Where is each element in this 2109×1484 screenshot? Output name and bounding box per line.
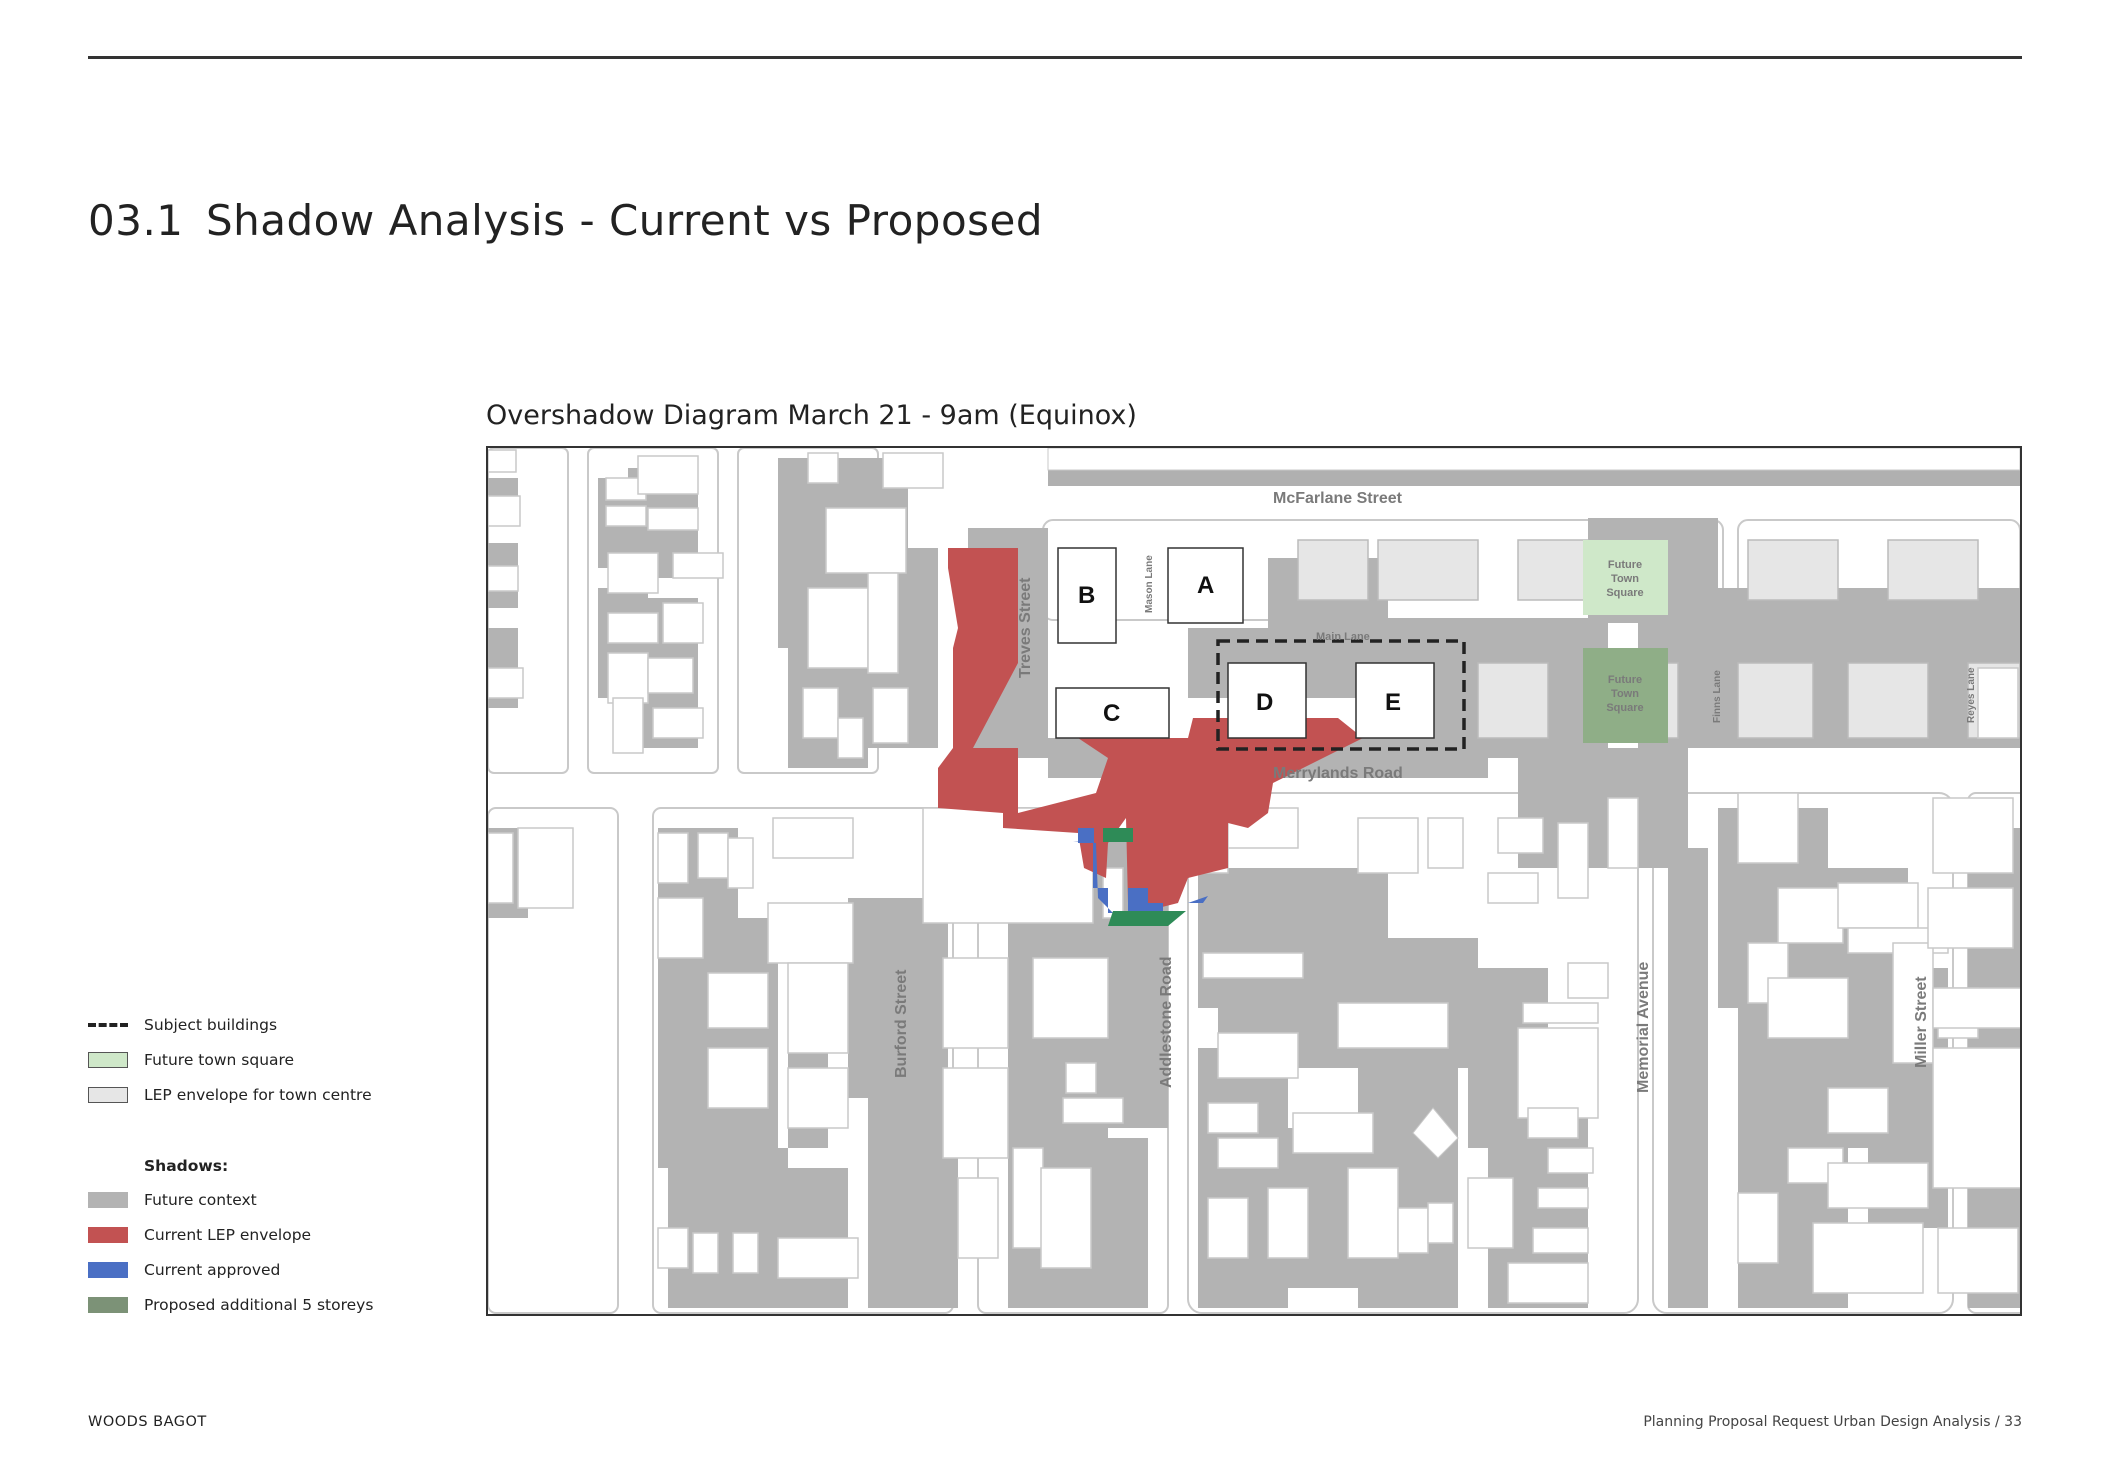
label-c: C xyxy=(1103,700,1120,727)
legend-subject-buildings: Subject buildings xyxy=(88,1015,277,1035)
ts2-line3: Square xyxy=(1606,702,1643,714)
subject-boundary xyxy=(1216,639,1466,751)
footer-document-page: Planning Proposal Request Urban Design A… xyxy=(1643,1414,2022,1430)
legend-shadow-future-context: Future context xyxy=(88,1190,257,1210)
subject-buildings xyxy=(1055,547,1435,739)
shadow-proposed-2 xyxy=(1108,911,1186,926)
legend-label: Future context xyxy=(144,1191,257,1209)
ts2-line2: Town xyxy=(1611,688,1639,700)
legend-shadows-heading: Shadows: xyxy=(144,1157,229,1175)
label-d: D xyxy=(1256,689,1273,716)
building-e xyxy=(1355,662,1435,739)
legend-shadow-proposed: Proposed additional 5 storeys xyxy=(88,1295,373,1315)
building-b xyxy=(1057,547,1117,644)
legend-shadow-current-lep: Current LEP envelope xyxy=(88,1225,311,1245)
town-square-north xyxy=(1583,540,1668,615)
street-memorial: Memorial Avenue xyxy=(1635,962,1652,1093)
shadow-proposed-1 xyxy=(1103,828,1133,842)
town-square-south xyxy=(1583,648,1668,743)
ts1-line1: Future xyxy=(1608,559,1642,571)
street-treves: Treves Street xyxy=(1017,577,1034,678)
building-d xyxy=(1227,662,1307,739)
title-text: Shadow Analysis - Current vs Proposed xyxy=(206,196,1044,245)
footer-company: WOODS BAGOT xyxy=(88,1414,207,1430)
street-miller: Miller Street xyxy=(1913,976,1930,1068)
legend-label: Proposed additional 5 storeys xyxy=(144,1296,374,1314)
legend-swatch-town-square xyxy=(88,1052,128,1068)
ts1-line3: Square xyxy=(1606,587,1643,599)
legend-label: Current LEP envelope xyxy=(144,1226,312,1244)
street-addlestone: Addlestone Road xyxy=(1158,956,1175,1088)
legend-swatch-future-context xyxy=(88,1192,128,1208)
shadow-current-approved xyxy=(1073,841,1208,913)
label-e: E xyxy=(1385,689,1401,716)
legend-town-square: Future town square xyxy=(88,1050,294,1070)
building-a xyxy=(1167,547,1244,624)
label-b: B xyxy=(1078,582,1095,609)
legend-swatch-dashed xyxy=(88,1023,128,1027)
label-a: A xyxy=(1197,572,1214,599)
shadow-current-lep xyxy=(938,548,1363,908)
legend-label: Current approved xyxy=(144,1261,281,1279)
overshadow-map: B A C D E Future Town Square Future Town… xyxy=(486,446,2022,1316)
legend-swatch-lep xyxy=(88,1087,128,1103)
town-square-labels: Future Town Square Future Town Square xyxy=(1606,559,1643,714)
street-finns-lane: Finns Lane xyxy=(1712,670,1723,723)
legend-swatch-current-lep xyxy=(88,1227,128,1243)
top-rule xyxy=(88,56,2022,59)
street-reyes-lane: Reyes Lane xyxy=(1966,667,1977,723)
shadow-current-approved-2 xyxy=(1078,828,1094,843)
legend-label: LEP envelope for town centre xyxy=(144,1086,372,1104)
map-svg: B A C D E Future Town Square Future Town… xyxy=(488,448,2020,1314)
rotated-building xyxy=(1412,1107,1459,1159)
ts2-line1: Future xyxy=(1608,674,1642,686)
street-burford: Burford Street xyxy=(893,969,910,1078)
legend-label: Subject buildings xyxy=(144,1016,278,1034)
diagram-title: Overshadow Diagram March 21 - 9am (Equin… xyxy=(486,400,1137,431)
legend-swatch-proposed xyxy=(88,1297,128,1313)
ts1-line2: Town xyxy=(1611,573,1639,585)
legend-swatch-current-approved xyxy=(88,1262,128,1278)
street-merrylands: Merrylands Road xyxy=(1273,765,1403,782)
street-mason-lane: Mason Lane xyxy=(1144,555,1155,613)
legend-lep-envelope: LEP envelope for town centre xyxy=(88,1085,372,1105)
section-number: 03.1 xyxy=(88,196,184,245)
legend-shadow-current-approved: Current approved xyxy=(88,1260,280,1280)
north-building xyxy=(1047,448,2020,471)
context-buildings xyxy=(488,449,2020,1304)
legend-label: Future town square xyxy=(144,1051,295,1069)
street-mcfarlane: McFarlane Street xyxy=(1273,490,1403,507)
street-main-lane: Main Lane xyxy=(1316,631,1370,643)
page-title: 03.1 Shadow Analysis - Current vs Propose… xyxy=(88,196,1043,245)
building-c xyxy=(1055,687,1170,739)
